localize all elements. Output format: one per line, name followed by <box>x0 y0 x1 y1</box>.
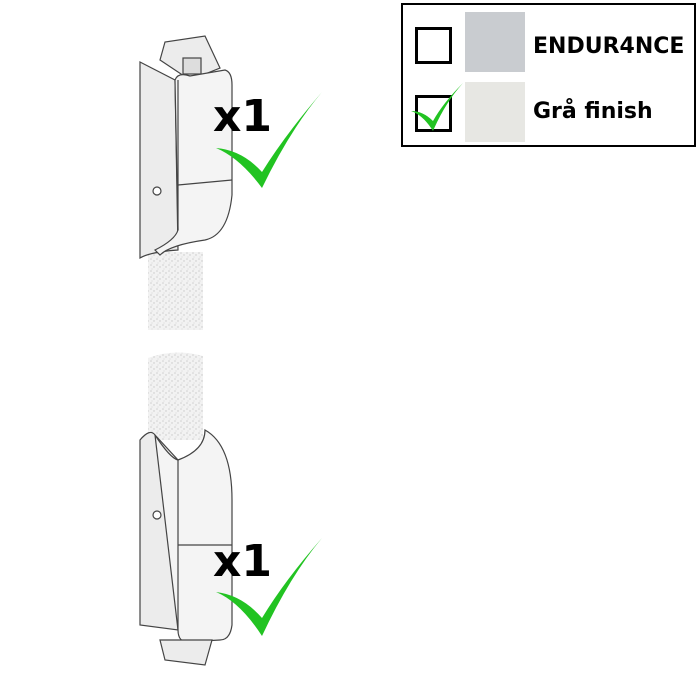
endurance-checkbox[interactable] <box>415 27 452 64</box>
top-end-cap <box>139 35 233 260</box>
gra-finish-label: Grå finish <box>533 99 653 124</box>
bar-segment-bottom <box>148 352 203 440</box>
bottom-end-cap <box>139 428 233 666</box>
finish-legend: ENDUR4NCE Grå finish <box>401 3 696 147</box>
endurance-label: ENDUR4NCE <box>533 34 685 59</box>
top-quantity-label: x1 <box>213 91 272 142</box>
bar-segment-top <box>148 252 203 330</box>
checkmark-icon-top <box>216 92 322 188</box>
endurance-swatch <box>465 12 525 72</box>
gra-finish-swatch <box>465 82 525 142</box>
checkmark-icon-legend <box>411 83 463 131</box>
checkmark-icon-bottom <box>216 538 322 636</box>
bottom-quantity-label: x1 <box>213 536 272 587</box>
